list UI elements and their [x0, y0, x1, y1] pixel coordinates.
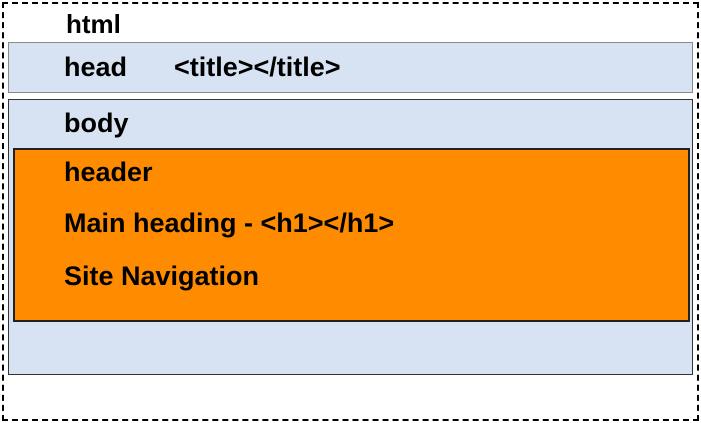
header-element-box	[13, 148, 690, 322]
head-title-child: <title></title>	[174, 52, 341, 82]
head-label: head	[64, 52, 128, 82]
html-label: html	[66, 9, 121, 39]
head-element-box	[8, 42, 693, 93]
header-label: header	[64, 157, 153, 187]
body-label: body	[64, 108, 129, 138]
header-item-site-navigation: Site Navigation	[64, 261, 260, 291]
header-item-main-heading: Main heading - <h1></h1>	[64, 208, 395, 238]
